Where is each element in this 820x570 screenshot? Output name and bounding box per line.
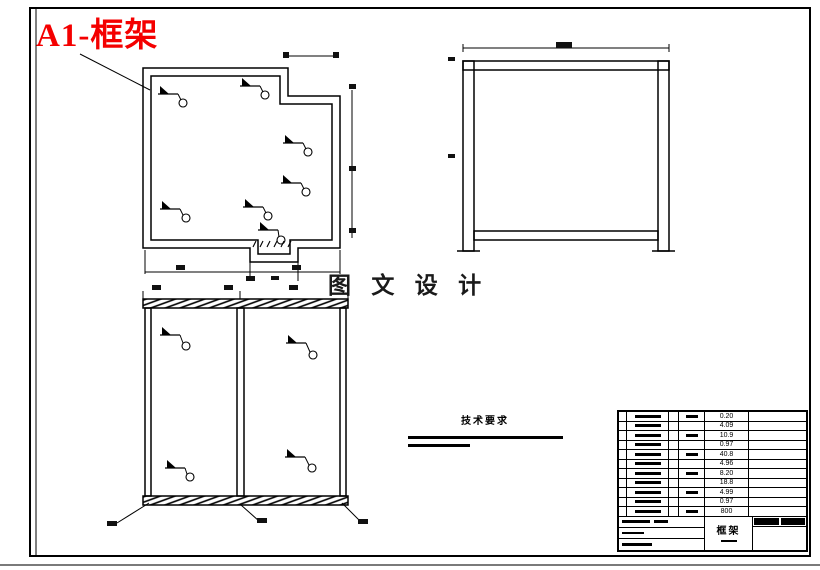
title-block-row: 4.99 [619, 488, 806, 498]
title-block-value: 0.20 [705, 412, 749, 421]
title-block-value: 40.8 [705, 450, 749, 459]
weld-symbol-icon [257, 221, 286, 245]
title-block-value: 800 [705, 507, 749, 516]
view-bottom-left-frame [142, 298, 349, 506]
title-block-row: 10.9 [619, 431, 806, 441]
weld-symbol-icon [164, 459, 195, 482]
tech-requirements-line [408, 444, 470, 447]
title-block-row: 0.20 [619, 412, 806, 422]
weld-symbol-icon [239, 77, 270, 100]
page-bottom-rule [0, 564, 820, 566]
page-title: A1-框架 [36, 18, 159, 54]
filled-cells [753, 517, 806, 527]
title-block-value: 4.09 [705, 421, 749, 430]
title-block-value: 18.8 [705, 478, 749, 487]
dimensions-top-right [448, 42, 670, 158]
weld-symbol-icon [285, 334, 318, 360]
weld-symbol-icon [280, 174, 311, 197]
view-top-left-frame [142, 67, 341, 263]
title-block-row: 0.97 [619, 497, 806, 507]
weld-symbol-icon [157, 85, 188, 108]
title-block-value: 0.97 [705, 497, 749, 506]
watermark-text: 图 文 设 计 [328, 272, 489, 298]
dimensions-top-left [144, 52, 356, 281]
title-block-row: 4.96 [619, 459, 806, 469]
title-block-row: 8.20 [619, 469, 806, 479]
title-block-value: 10.9 [705, 431, 749, 440]
weld-symbol-icon [242, 198, 273, 221]
weld-symbol-icon [159, 200, 191, 223]
dimensions-bottom-left [107, 285, 368, 526]
title-block-row: 18.8 [619, 478, 806, 488]
drawing-border [29, 7, 811, 557]
title-block-value: 0.97 [705, 440, 749, 449]
part-name: 框架 [716, 525, 741, 537]
tech-requirements-line [408, 436, 563, 439]
title-block-row: 0.97 [619, 440, 806, 450]
title-block: 0.20 4.09 10.9 0.97 40.8 4.96 8.20 [617, 410, 808, 552]
weld-symbol-icon [159, 326, 191, 351]
view-top-right-frame [457, 60, 675, 252]
title-block-right-cells [753, 517, 806, 550]
title-block-bottom: 框架 [619, 516, 806, 550]
title-block-value: 8.20 [705, 469, 749, 478]
title-block-signature-cells [619, 516, 705, 550]
title-block-value: 4.96 [705, 459, 749, 468]
title-block-value: 4.99 [705, 488, 749, 497]
title-block-row: 40.8 [619, 450, 806, 460]
title-block-row: 800 [619, 507, 806, 517]
weld-symbol-icon [284, 448, 317, 473]
part-number-smudge [720, 539, 737, 542]
title-block-row: 4.09 [619, 421, 806, 431]
weld-symbol-icon [282, 134, 313, 157]
tech-requirements-label: 技术要求 [461, 416, 509, 427]
part-name-cell: 框架 [705, 516, 753, 550]
title-leader-line [79, 53, 151, 91]
